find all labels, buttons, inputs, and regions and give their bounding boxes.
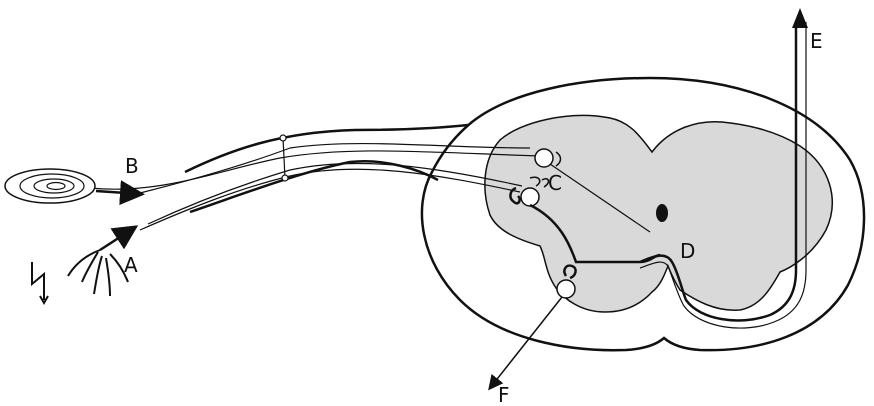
- node-lower: [282, 175, 288, 181]
- concentric-receptor-icon: [5, 169, 95, 203]
- free-nerve-ending-icon: [68, 250, 128, 296]
- label-e: E: [810, 29, 823, 53]
- label-a: A: [124, 253, 138, 277]
- arrow-b: [96, 191, 140, 194]
- arrow-e: [792, 8, 808, 28]
- label-b: B: [125, 154, 139, 178]
- label-f: F: [498, 383, 510, 406]
- label-d: D: [680, 239, 695, 263]
- node-upper: [280, 135, 286, 141]
- central-canal: [656, 204, 668, 222]
- label-c: C: [548, 171, 562, 195]
- lightning-bolt-icon: [32, 262, 48, 303]
- arrow-a: [100, 228, 134, 250]
